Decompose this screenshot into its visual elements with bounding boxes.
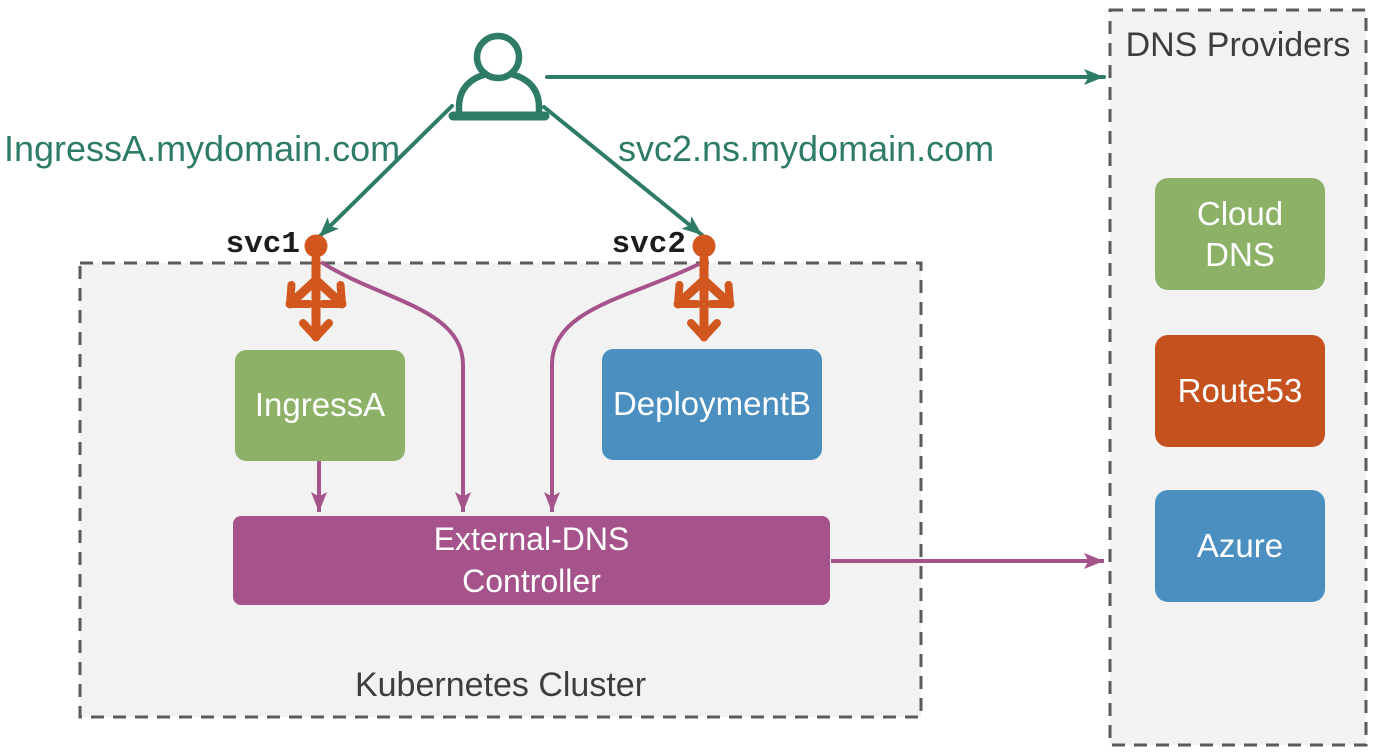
dns-query-label-right: svc2.ns.mydomain.com xyxy=(618,128,995,169)
node-ingressa: IngressA xyxy=(235,350,405,461)
kubernetes-cluster-panel xyxy=(78,261,923,719)
node-deploymentb: DeploymentB xyxy=(602,349,822,460)
svc2-label: svc2 xyxy=(611,227,686,262)
dns-query-label-left: IngressA.mydomain.com xyxy=(4,128,401,169)
kubernetes-cluster-title: Kubernetes Cluster xyxy=(354,666,647,704)
provider-azure: Azure xyxy=(1155,490,1325,602)
provider-cloud-dns: Cloud DNS xyxy=(1155,178,1325,290)
node-external-dns-controller: External-DNS Controller xyxy=(233,516,830,605)
provider-route53: Route53 xyxy=(1155,335,1325,447)
svc1-label: svc1 xyxy=(225,227,300,262)
dns-providers-title: DNS Providers xyxy=(1125,26,1351,64)
